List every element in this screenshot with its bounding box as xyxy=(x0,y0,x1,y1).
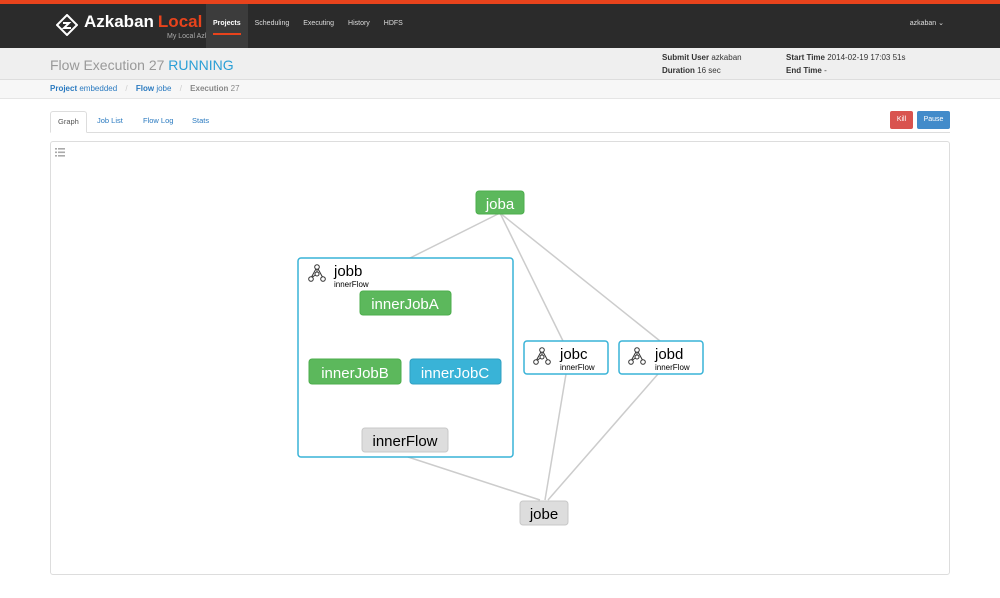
flow-icon xyxy=(628,347,646,365)
flow-node-jobb[interactable]: jobb innerFlow xyxy=(297,257,514,458)
breadcrumb-project[interactable]: embedded xyxy=(79,84,118,93)
nav-scheduling[interactable]: Scheduling xyxy=(254,20,290,27)
breadcrumb-flow[interactable]: jobe xyxy=(156,84,172,93)
duration: Duration 16 sec xyxy=(662,66,721,75)
azkaban-logo-icon xyxy=(56,14,78,36)
flow-sublabel: innerFlow xyxy=(655,363,690,372)
kill-button[interactable]: Kill xyxy=(890,111,913,129)
execution-title: Flow Execution 27 RUNNING xyxy=(50,57,234,73)
breadcrumb-project-label[interactable]: Project xyxy=(50,84,78,93)
flow-sublabel: innerFlow xyxy=(334,280,369,289)
nav-hdfs[interactable]: HDFS xyxy=(383,20,403,27)
job-node-innerflow[interactable]: innerFlow xyxy=(361,427,449,453)
execution-header: Flow Execution 27 RUNNING Submit User az… xyxy=(0,48,1000,80)
job-node-innerjobc[interactable]: innerJobC xyxy=(409,358,502,385)
nav-executing[interactable]: Executing xyxy=(303,20,335,27)
breadcrumb-execution: 27 xyxy=(230,84,240,93)
nav-projects[interactable]: Projects xyxy=(206,4,248,48)
job-label: joba xyxy=(485,196,515,213)
pause-button[interactable]: Pause xyxy=(917,111,950,129)
flow-label: jobc xyxy=(559,346,588,363)
duration-label: Duration xyxy=(662,66,695,75)
breadcrumb: Project embedded / Flow jobe / Execution… xyxy=(0,80,1000,99)
nav-links: Projects Scheduling Executing History HD… xyxy=(206,4,410,48)
flow-label: jobd xyxy=(654,346,683,363)
duration-value: 16 sec xyxy=(697,66,721,75)
breadcrumb-separator: / xyxy=(179,84,182,93)
job-label: innerJobC xyxy=(421,365,490,382)
submit-user-value: azkaban xyxy=(711,53,742,62)
tab-flow-log[interactable]: Flow Log xyxy=(143,116,174,125)
start-time-label: Start Time xyxy=(786,53,825,62)
brand-name: Azkaban xyxy=(84,12,154,31)
top-accent-stripe xyxy=(0,0,1000,4)
submit-user: Submit User azkaban xyxy=(662,53,742,62)
flow-icon xyxy=(308,264,326,282)
start-time-value: 2014-02-19 17:03 51s xyxy=(827,53,906,62)
job-node-innerjobb[interactable]: innerJobB xyxy=(308,358,402,385)
breadcrumb-execution-label: Execution xyxy=(190,84,229,93)
job-node-joba[interactable]: joba xyxy=(475,190,525,215)
graph-panel xyxy=(50,141,950,575)
edge-joba-jobb xyxy=(409,212,501,259)
tab-job-list[interactable]: Job List xyxy=(97,116,123,125)
flow-node-jobd[interactable]: jobd innerFlow xyxy=(618,340,704,375)
flow-label: jobb xyxy=(333,263,362,280)
execution-status: RUNNING xyxy=(168,57,234,73)
edge-jobb-jobe xyxy=(407,456,541,501)
flow-node-jobc[interactable]: jobc innerFlow xyxy=(523,340,609,375)
job-label: innerJobB xyxy=(321,365,389,382)
edge-jobc-jobe xyxy=(544,373,567,501)
tab-stats[interactable]: Stats xyxy=(192,116,210,125)
job-label: jobe xyxy=(529,506,558,523)
job-node-jobe[interactable]: jobe xyxy=(519,500,569,526)
job-label: innerFlow xyxy=(372,433,437,450)
end-time-value: - xyxy=(824,66,827,75)
flow-sublabel: innerFlow xyxy=(560,363,595,372)
edge-joba-jobc xyxy=(499,212,564,342)
job-label: innerJobA xyxy=(371,296,439,313)
submit-user-label: Submit User xyxy=(662,53,710,62)
brand-env: Local xyxy=(157,12,203,31)
end-time-label: End Time xyxy=(786,66,822,75)
brand-subtitle: My Local Azkaban xyxy=(167,33,224,40)
execution-title-text: Flow Execution 27 xyxy=(50,57,165,73)
list-icon[interactable] xyxy=(55,148,65,157)
breadcrumb-flow-label[interactable]: Flow xyxy=(135,84,155,93)
breadcrumb-separator: / xyxy=(125,84,128,93)
nav-history[interactable]: History xyxy=(348,20,370,27)
edge-joba-jobd xyxy=(499,212,661,342)
tab-bar: Graph Job List Flow Log Stats xyxy=(50,111,950,133)
user-menu[interactable]: azkaban ⌄ xyxy=(909,20,944,27)
end-time: End Time - xyxy=(786,66,827,75)
tab-graph[interactable]: Graph xyxy=(50,111,87,133)
flow-icon xyxy=(533,347,551,365)
edge-jobd-jobe xyxy=(547,373,659,501)
start-time: Start Time 2014-02-19 17:03 51s xyxy=(786,53,906,62)
job-node-innerjoba[interactable]: innerJobA xyxy=(359,290,452,316)
